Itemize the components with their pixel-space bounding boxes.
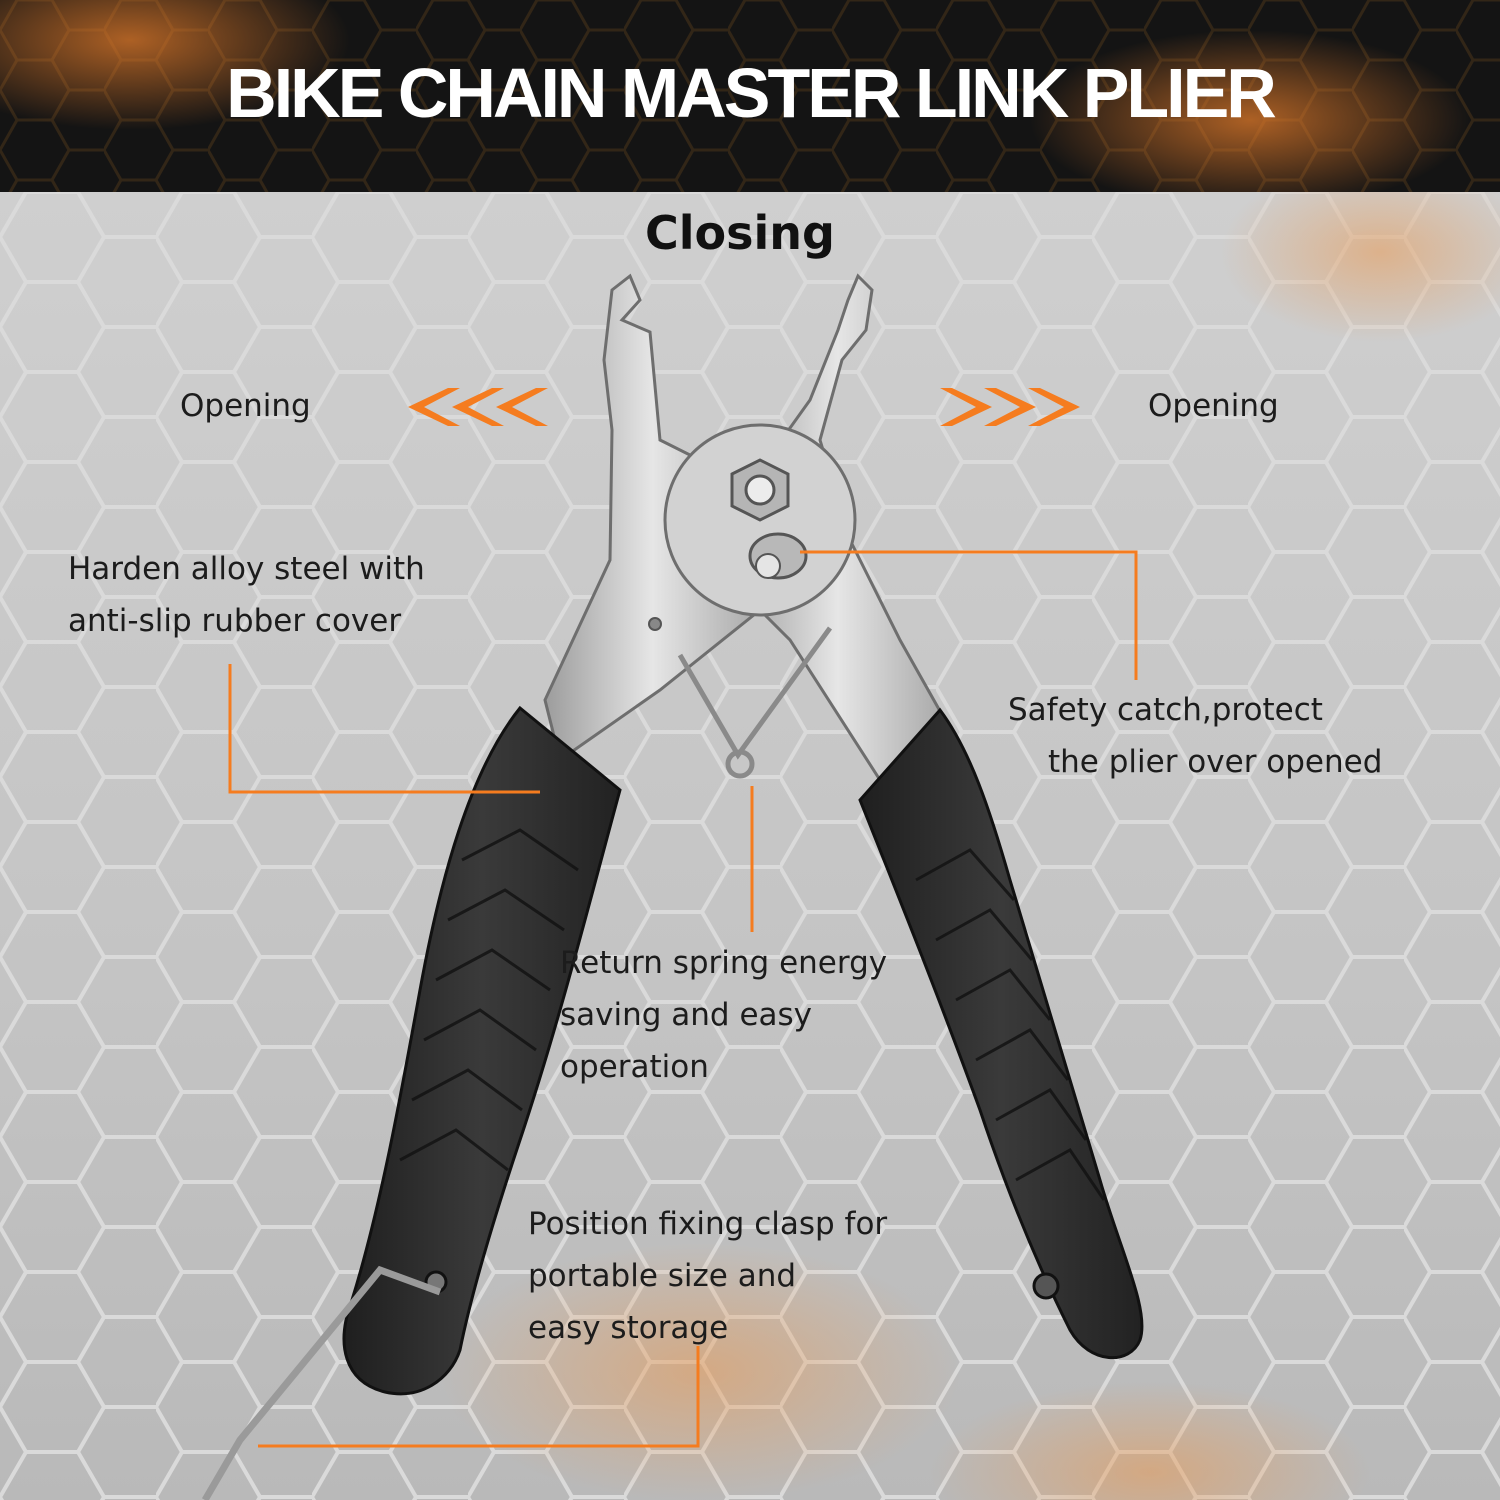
- closing-label: Closing: [645, 206, 835, 260]
- callout-harden-line1: Harden alloy steel with: [68, 551, 425, 587]
- return-spring: [677, 626, 833, 760]
- fixing-clasp: [201, 1265, 442, 1500]
- callout-line-safety: [800, 550, 1138, 680]
- opening-label-right: Opening: [1148, 388, 1279, 424]
- callout-harden-line2: anti-slip rubber cover: [68, 603, 402, 639]
- callout-clasp-line2: portable size and: [528, 1258, 797, 1294]
- right-grip: [858, 707, 1144, 1360]
- callout-spring-line3: operation: [560, 1049, 709, 1085]
- callout-clasp-line3: easy storage: [528, 1310, 729, 1346]
- callout-lines: [228, 550, 1138, 1448]
- callout-clasp-line1: Position fixing clasp for: [528, 1206, 888, 1242]
- product-area: [0, 192, 1500, 1500]
- triple-chevron-left-icon: [408, 388, 548, 426]
- callout-line-harden: [228, 664, 540, 794]
- callout-spring-line2: saving and easy: [560, 997, 813, 1033]
- triple-chevron-right-icon: [940, 388, 1080, 426]
- page-title: BIKE CHAIN MASTER LINK PLIER: [226, 54, 1277, 132]
- banner-honeycomb: [0, 0, 1500, 192]
- header-banner: BIKE CHAIN MASTER LINK PLIER: [0, 0, 1500, 192]
- callout-safety-line1: Safety catch,protect: [1008, 692, 1323, 728]
- callout-safety-line2: the plier over opened: [1048, 744, 1383, 780]
- left-grip: [342, 705, 622, 1396]
- callout-line-clasp: [258, 1346, 700, 1448]
- grip-ribs: [399, 828, 1106, 1201]
- opening-label-left: Opening: [180, 388, 311, 424]
- honeycomb-background: [0, 192, 1500, 1500]
- callout-spring-line1: Return spring energy: [560, 945, 888, 981]
